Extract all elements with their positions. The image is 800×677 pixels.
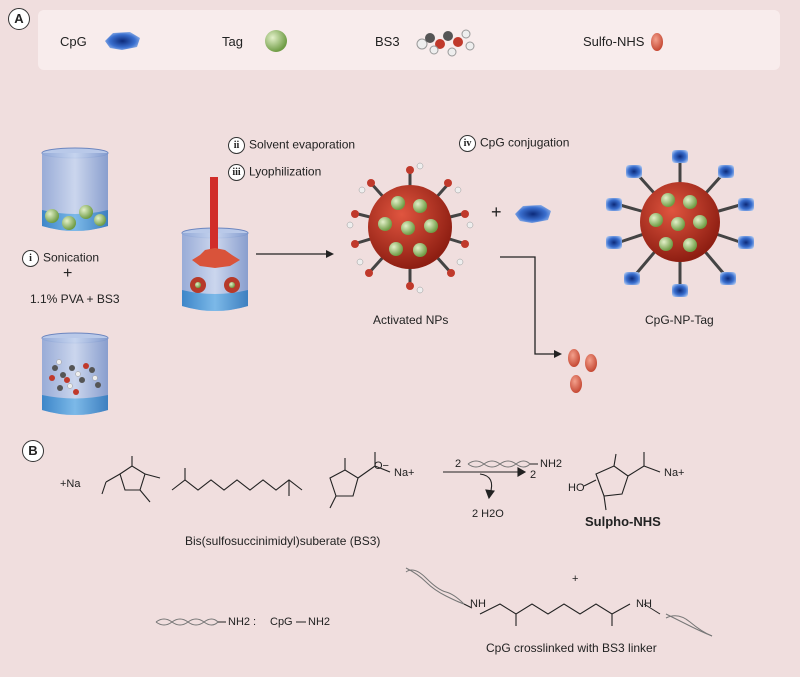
conjugation-plus: + <box>491 202 502 222</box>
panel-a-label: A <box>8 8 30 30</box>
activated-nps-label: Activated NPs <box>373 313 449 327</box>
cpg-legend-icon <box>105 32 140 50</box>
sulpho-nhs-label: Sulpho-NHS <box>585 514 661 529</box>
cpg-reagent-icon <box>515 205 551 223</box>
bs3-molecule-icon <box>416 29 475 57</box>
legend-bs3-label: BS3 <box>375 34 400 49</box>
legend-tag-label: Tag <box>222 34 243 49</box>
reaction-plus: + <box>572 573 579 585</box>
dna-helix-right-icon <box>665 613 713 637</box>
step-i-plus: + <box>63 265 73 282</box>
tag-legend-icon <box>265 30 287 52</box>
sulfo-nhs-byproduct-3 <box>570 375 582 393</box>
o-minus-label: O− <box>374 460 389 472</box>
reaction-nh2: NH2 <box>540 458 563 470</box>
bs3-structure <box>101 452 661 626</box>
sulfo-nhs-byproduct-2 <box>585 354 597 372</box>
bs3-name-label: Bis(sulfosuccinimidyl)suberate (BS3) <box>185 534 381 548</box>
reaction-coef-out: 2 <box>530 469 537 481</box>
ho-label: HO <box>568 482 585 494</box>
cpg-np-tag-label: CpG-NP-Tag <box>645 313 714 327</box>
cpg-np-tag-nanoparticle <box>606 150 754 297</box>
legend-cpg-name: CpG <box>270 616 293 628</box>
sulfo-nhs-byproduct-1 <box>568 349 580 367</box>
na-right-label: Na+ <box>394 467 415 479</box>
beaker-pva <box>41 332 109 415</box>
pva-label: 1.1% PVA + BS3 <box>30 292 120 306</box>
reaction-coef-in: 2 <box>455 458 462 470</box>
water-label: 2 H2O <box>472 508 504 520</box>
dna-helix-reaction-icon <box>467 460 531 468</box>
crosslinked-label: CpG crosslinked with BS3 linker <box>486 641 657 655</box>
legend-cpg-label: CpG <box>60 34 87 49</box>
nh-left-label: NH <box>470 598 486 610</box>
nh-right-label: NH <box>636 598 652 610</box>
beaker-sonication <box>41 147 109 231</box>
legend-nh2-label: NH2 : <box>228 616 257 628</box>
dna-helix-legend-icon <box>155 618 219 626</box>
panel-b-label: B <box>22 440 44 462</box>
dna-helix-left-icon <box>405 567 465 605</box>
legend-nh2b-label: NH2 <box>308 616 331 628</box>
activated-nanoparticle <box>346 162 474 294</box>
sulfo-nhs-legend-icon <box>651 33 663 51</box>
beaker-evaporation <box>181 177 249 311</box>
na-sulpho-label: Na+ <box>664 467 685 479</box>
legend-sulfo-nhs-label: Sulfo-NHS <box>583 34 645 49</box>
na-left-label: +Na <box>60 478 81 490</box>
